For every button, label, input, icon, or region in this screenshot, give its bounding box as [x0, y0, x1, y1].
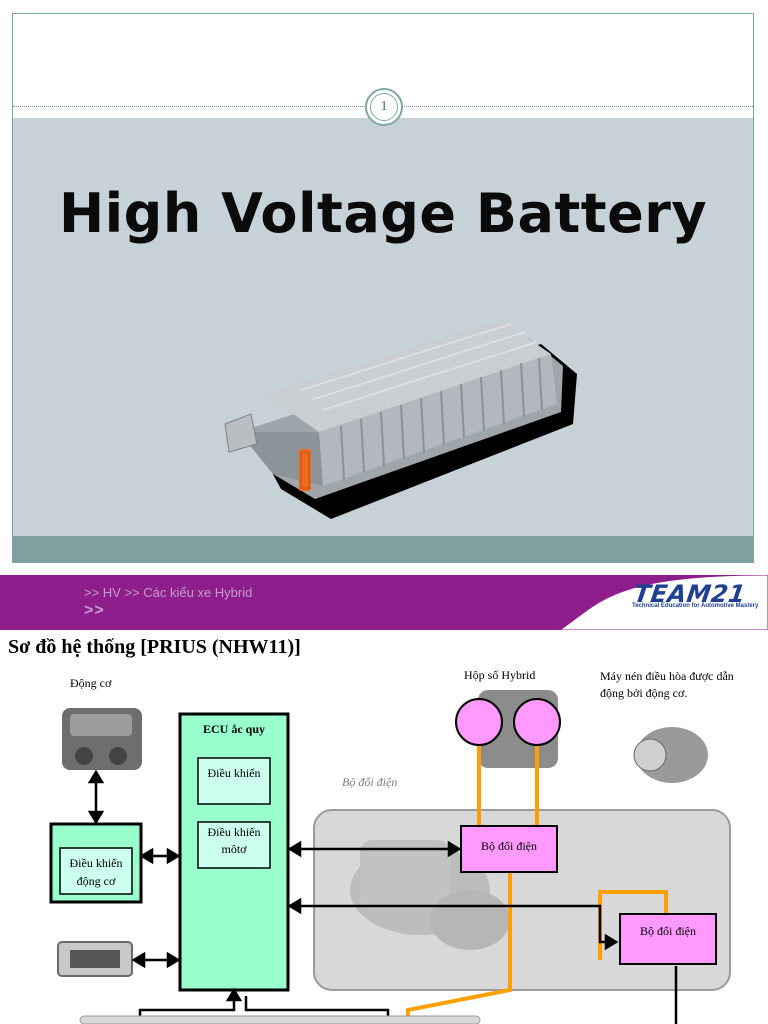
inverter-2-label: Bộ đổi điện [640, 924, 696, 938]
slide-number: 1 [370, 93, 398, 121]
slide-1: 1 High Voltage Battery [12, 13, 754, 563]
inverter-1-label: Bộ đổi điện [481, 839, 537, 853]
ecu-motor-control-label: Điều khiển môtơ [207, 825, 261, 856]
engine-control-label: Điều khiển động cơ [69, 856, 123, 888]
slide-bottom-bar [13, 536, 753, 562]
slide-number-badge: 1 [365, 88, 403, 126]
battery-pack-image [224, 320, 577, 519]
engine-label: Động cơ [70, 676, 112, 690]
ac-compressor-image [633, 727, 708, 783]
system-diagram [49, 690, 731, 1024]
inverter-area-label: Bộ đổi điện [342, 775, 398, 789]
ecu-control-label: Điều khiển [207, 766, 261, 780]
hybrid-transmission-label: Hộp số Hybrid [464, 668, 536, 682]
inverter-1-box [460, 825, 558, 873]
ecu-title: ECU ắc quy [202, 722, 265, 736]
header-band [0, 575, 768, 630]
breadcrumb: >> HV >> Các kiểu xe Hybrid [84, 585, 253, 600]
inverter-2-box [619, 913, 717, 965]
breadcrumb-chevrons: >> [84, 602, 105, 619]
diagram-title: Sơ đồ hệ thống [PRIUS (NHW11)] [8, 636, 301, 658]
ac-compressor-label: Máy nén điều hòa được dẫn động bởi động … [600, 669, 734, 700]
team21-tagline: Technical Education for Automotive Maste… [632, 603, 759, 609]
slide-title: High Voltage Battery [58, 182, 708, 245]
hybrid-transmission-image [455, 690, 561, 768]
engine-image [62, 708, 142, 770]
diagnostic-connector-image [57, 941, 133, 977]
